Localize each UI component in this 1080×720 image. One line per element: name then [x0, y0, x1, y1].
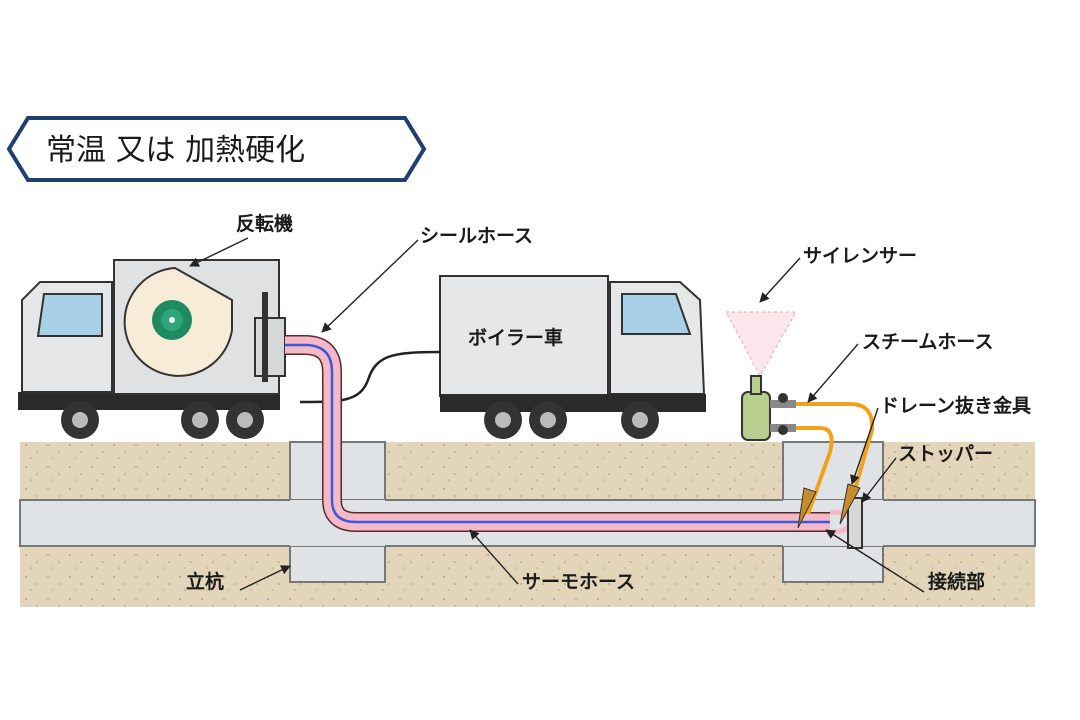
label-steam-hose: スチームホース [862, 331, 993, 353]
label-seal-hose: シールホース [420, 225, 533, 247]
label-boiler-truck: ボイラー車 [468, 326, 563, 349]
leader-lines [189, 237, 925, 593]
reversing-truck-icon [18, 259, 286, 439]
valve-icon [770, 393, 796, 435]
drum-icon [123, 266, 233, 377]
label-shaft: 立杭 [186, 570, 224, 593]
label-drain-fitting: ドレーン抜き金具 [880, 394, 1031, 417]
label-silencer: サイレンサー [803, 245, 917, 267]
label-stopper: ストッパー [898, 443, 993, 465]
label-thermo-hose: サーモホース [522, 571, 635, 593]
title-banner: 常温 又は 加熱硬化 [6, 116, 427, 182]
silencer-icon [725, 311, 797, 441]
label-joint: 接続部 [928, 570, 985, 593]
thermo-hose [285, 335, 853, 535]
label-reversing-machine: 反転機 [236, 212, 293, 235]
steam-hose [796, 402, 875, 529]
boiler-truck-icon: ボイラー車 [439, 275, 706, 439]
title-text: 常温 又は 加熱硬化 [46, 133, 305, 168]
